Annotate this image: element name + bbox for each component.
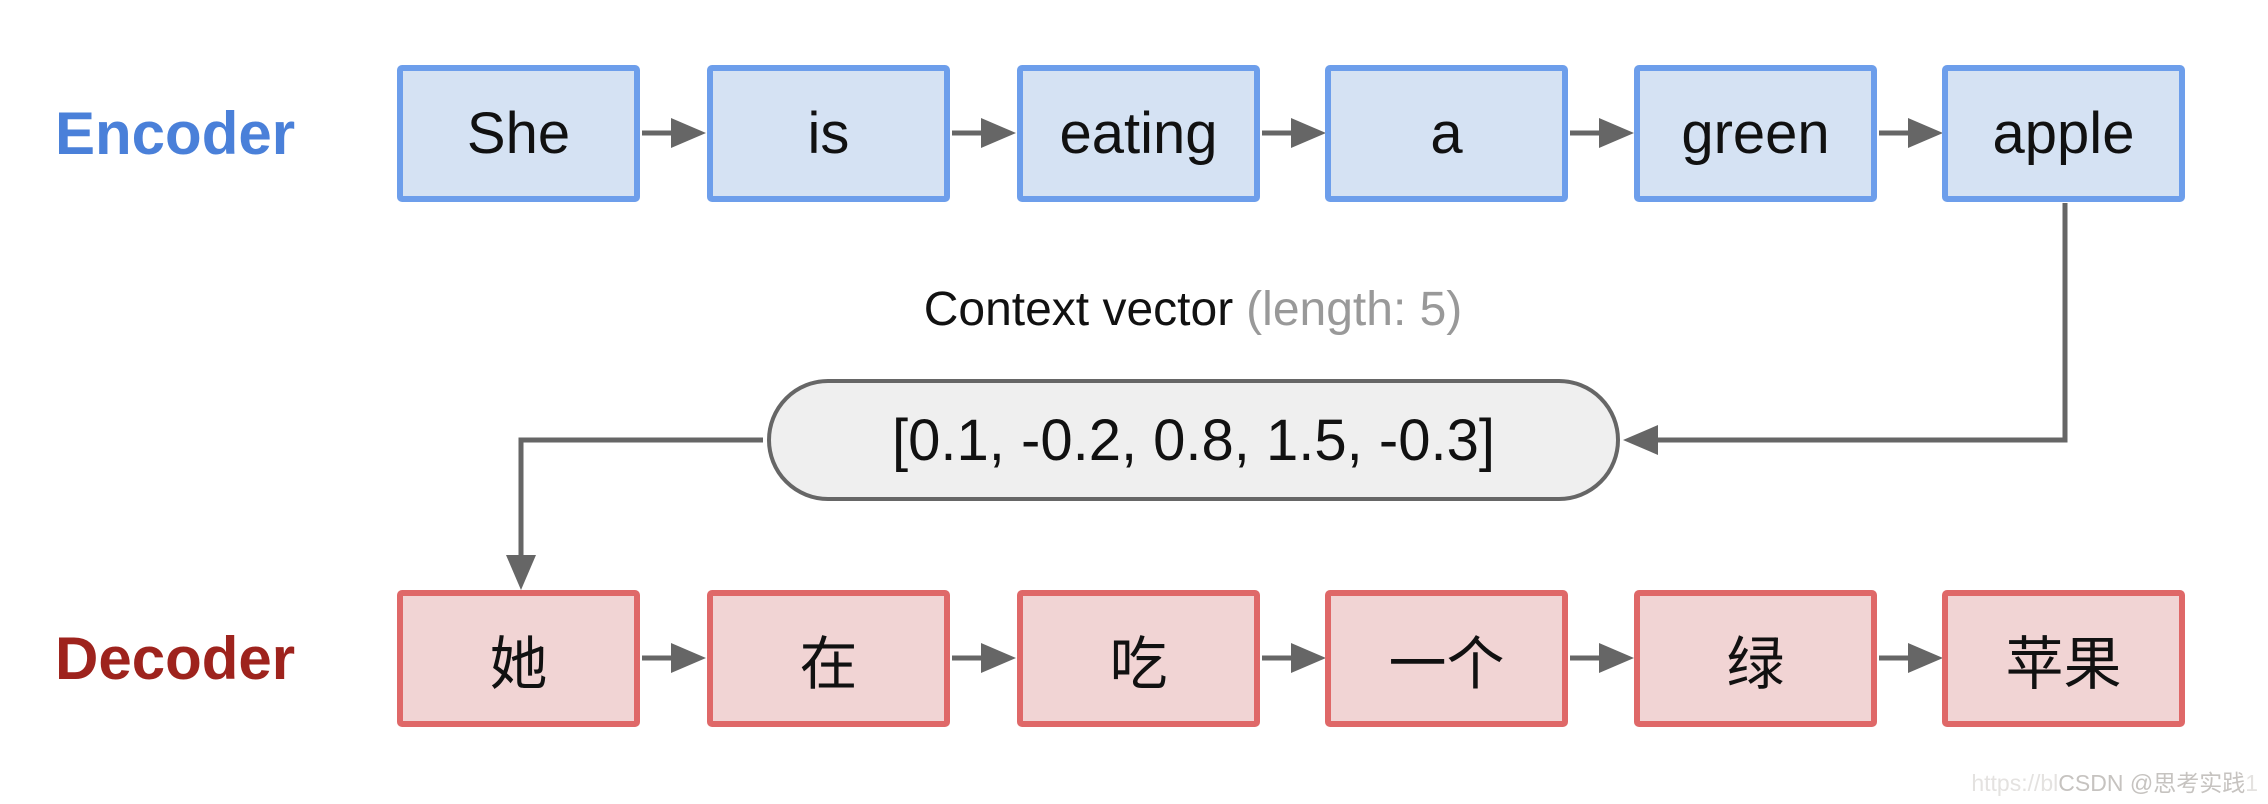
encoder-token-box: apple: [1942, 65, 2185, 202]
context-vector-length-note: (length: 5): [1246, 283, 1463, 336]
context-vector-title-text: Context vector: [923, 283, 1234, 336]
encoder-label: Encoder: [55, 100, 296, 167]
decoder-label: Decoder: [55, 625, 296, 692]
decoder-token-box: 她: [397, 590, 640, 727]
decoder-token-box: 一个: [1325, 590, 1568, 727]
decoder-token-box: 吃: [1017, 590, 1260, 727]
context-to-decoder-arrow: [506, 437, 763, 590]
context-vector-pill: [0.1, -0.2, 0.8, 1.5, -0.3]: [767, 379, 1620, 501]
encoder-token-box: is: [707, 65, 950, 202]
encoder-token-box: She: [397, 65, 640, 202]
watermark: https://blCSDN @思考实践1: [1971, 764, 2258, 798]
decoder-token-box: 在: [707, 590, 950, 727]
watermark-suffix: 1: [2245, 770, 2258, 796]
context-vector-value: [0.1, -0.2, 0.8, 1.5, -0.3]: [892, 407, 1495, 473]
decoder-token-box: 绿: [1634, 590, 1877, 727]
context-vector-title: Context vector(length: 5): [658, 282, 1728, 337]
encoder-token-box: a: [1325, 65, 1568, 202]
encoder-token-box: eating: [1017, 65, 1260, 202]
decoder-token-box: 苹果: [1942, 590, 2185, 727]
watermark-prefix: https://bl: [1971, 770, 2059, 796]
encoder-token-box: green: [1634, 65, 1877, 202]
watermark-text: CSDN @思考实践: [2058, 770, 2246, 796]
